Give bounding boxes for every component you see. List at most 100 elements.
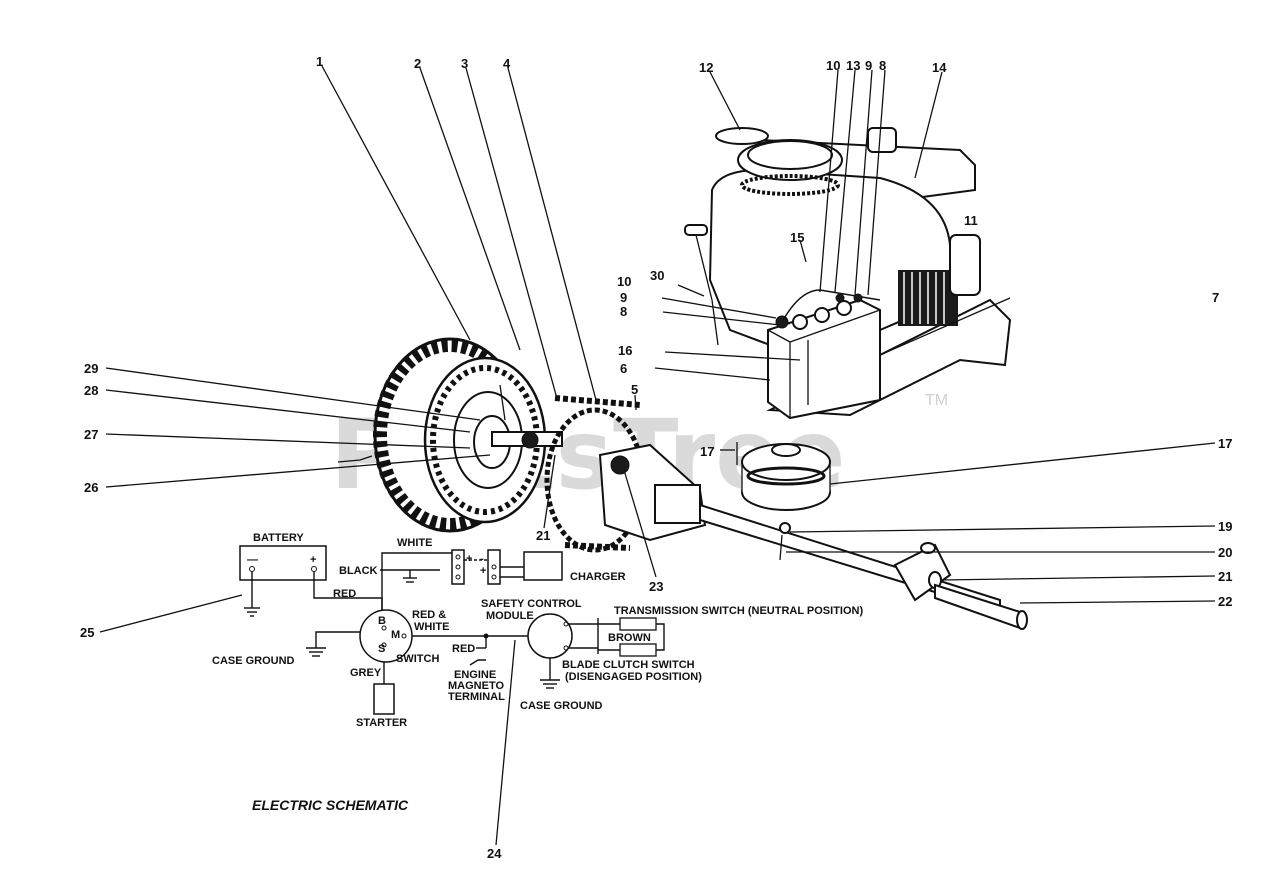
engine-magneto-label-1: ENGINE [454,669,496,681]
starter-label: STARTER [356,717,407,729]
case-ground-label-2: CASE GROUND [520,700,603,712]
callout-8-top: 8 [879,58,886,73]
callout-5: 5 [631,382,638,397]
callout-21-left: 21 [536,528,550,543]
shaft-end [1016,610,1028,630]
electric-schematic: BATTERY — + RED WHITE BLACK + - + [212,532,863,813]
callout-9-left: 9 [620,290,627,305]
callout-26: 26 [84,480,98,495]
valve-stem [499,384,506,421]
charger-symbol [523,551,563,581]
callout-3: 3 [461,56,468,71]
callout-4: 4 [503,56,511,71]
leader-lines [99,65,1216,846]
callout-7: 7 [1212,290,1219,305]
engine-magneto-label-3: TERMINAL [448,691,505,703]
charger-plus-1: + [466,553,472,565]
callout-16: 16 [618,343,632,358]
switch-terminal-s: S [378,643,385,655]
bolt [779,534,783,561]
callout-12: 12 [699,60,713,75]
callout-6: 6 [620,361,627,376]
callout-23: 23 [649,579,663,594]
chain-bottom [564,542,631,551]
callout-29: 29 [84,361,98,376]
chain-top [554,395,641,408]
callout-25: 25 [80,625,94,640]
callout-27: 27 [84,427,98,442]
switch-label: SWITCH [396,653,439,665]
callout-30: 30 [650,268,664,283]
safety-module-label-1: SAFETY CONTROL [481,598,582,610]
wire-red-white-label-2: WHITE [414,621,449,633]
callout-20: 20 [1218,545,1232,560]
pulley-groove [746,466,826,486]
blade-clutch-label-1: BLADE CLUTCH SWITCH [562,659,695,671]
shaft-tube [934,583,1021,630]
battery-minus: — [247,554,258,566]
case-ground-label: CASE GROUND [212,655,295,667]
callout-24: 24 [487,846,502,861]
air-cleaner-base [740,174,840,196]
decal [715,127,769,145]
wire-red-label: RED [333,588,356,600]
callout-17-left: 17 [700,444,714,459]
wheel-assembly [337,337,563,533]
engine-magneto-label-2: MAGNETO [448,680,504,692]
blade-clutch-switch-symbol [619,643,657,657]
pulley-hub [771,443,801,457]
starter-symbol [373,683,395,715]
callout-22: 22 [1218,594,1232,609]
callout-11: 11 [964,213,978,228]
transmission-switch-label: TRANSMISSION SWITCH (NEUTRAL POSITION) [614,605,863,617]
battery-cell-cap [792,314,808,330]
callout-10-left: 10 [617,274,631,289]
charger-plus-2: + [480,565,486,577]
callout-14: 14 [932,60,947,75]
callout-21-right: 21 [1218,569,1232,584]
engine-assembly [684,127,1012,420]
muffler [949,234,981,296]
wheel-pin [337,455,373,463]
watermark-trademark: TM [925,392,948,409]
dipstick-cap [684,224,708,236]
bracket-hole [920,542,936,554]
air-cleaner-inner [747,140,833,170]
callout-9-top: 9 [865,58,872,73]
wire-black-label: BLACK [339,565,378,577]
charger-label: CHARGER [570,571,626,583]
battery-cell-cap [814,307,830,323]
callouts: 1 2 3 4 5 6 7 8 8 9 9 10 10 11 12 13 14 … [80,54,1232,861]
transmission-gear [610,455,630,475]
battery-label: BATTERY [253,532,304,544]
charger-minus: - [480,553,484,565]
callout-8-left: 8 [620,304,627,319]
callout-15: 15 [790,230,804,245]
pulley-assembly [736,442,831,511]
callout-2: 2 [414,56,421,71]
safety-module-symbol [527,613,573,659]
wire-white-label: WHITE [397,537,432,549]
wire-red-label-2: RED [452,643,475,655]
safety-module-label-2: MODULE [486,610,534,622]
battery-cell-cap [836,300,852,316]
callout-19: 19 [1218,519,1232,534]
callout-28: 28 [84,383,98,398]
wire-red-white-label-1: RED & [412,609,446,621]
blade-clutch-label-2: (DISENGAGED POSITION) [565,671,702,683]
callout-13: 13 [846,58,860,73]
transmission-block [654,484,701,524]
schematic-title: ELECTRIC SCHEMATIC [252,797,409,813]
switch-terminal-b: B [378,615,386,627]
washer [779,522,791,534]
switch-terminal-m: M [391,629,400,641]
charger-plug [451,549,465,585]
battery-symbol [239,545,327,581]
wire-brown-label: BROWN [608,632,651,644]
hub-bolt [521,431,539,449]
callout-1: 1 [316,54,323,69]
battery-plus: + [310,554,316,566]
dipstick [695,234,713,301]
transmission-assembly [598,443,1028,630]
